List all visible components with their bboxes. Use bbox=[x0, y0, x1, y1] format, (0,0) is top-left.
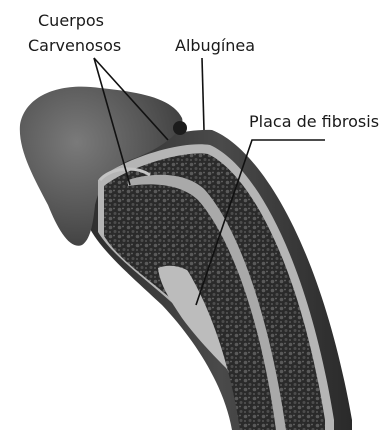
label-albuginea: Albugínea bbox=[175, 35, 255, 57]
label-cuerpos-line1: Cuerpos bbox=[38, 10, 104, 32]
label-placa-de-fibrosis: Placa de fibrosis bbox=[249, 111, 379, 133]
albuginea-nodule bbox=[173, 121, 187, 135]
label-cuerpos-line2: Carvenosos bbox=[28, 35, 121, 57]
leader-albuginea bbox=[202, 58, 204, 130]
